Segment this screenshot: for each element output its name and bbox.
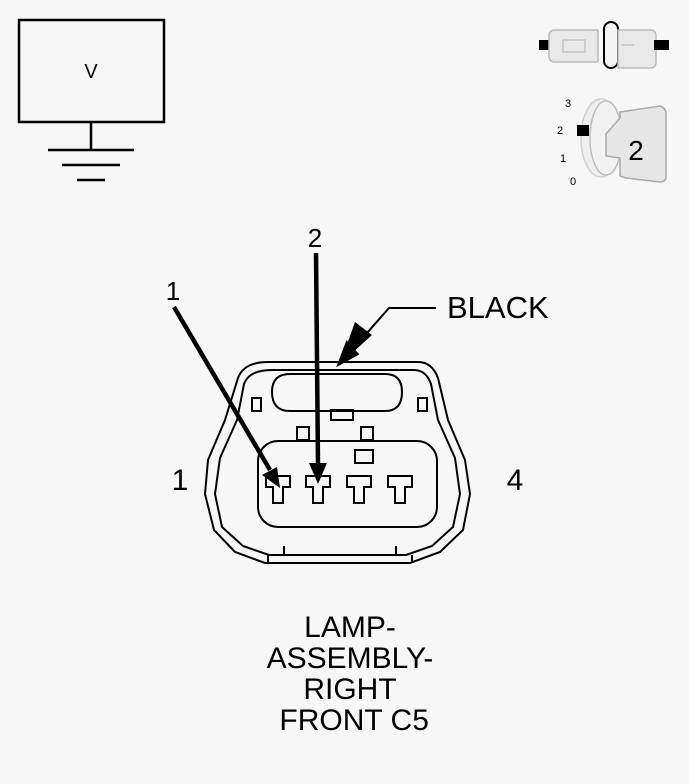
caption-line: LAMP- [304, 611, 396, 644]
connector-c5-face [203, 361, 472, 564]
voltmeter-label: V [84, 61, 98, 83]
color-leader-arrow [336, 307, 436, 368]
pin-1-callout-arrow [172, 305, 280, 488]
terminal-cavities [265, 475, 413, 504]
connector-inner-shell [213, 369, 462, 556]
ignition-position-2: 2 [557, 125, 563, 137]
caption-line: RIGHT [303, 673, 397, 706]
terminal-carrier [257, 440, 438, 528]
pin-side-label-right: 4 [507, 464, 524, 497]
pin-2-callout-arrow [309, 252, 327, 484]
connector-latch [270, 373, 404, 412]
pin-callout-2: 2 [308, 223, 322, 253]
connector-caption: LAMP- ASSEMBLY- RIGHT FRONT C5 [180, 612, 520, 736]
connector-color-label: BLACK [447, 290, 549, 325]
ignition-switch-icon: 3 2 1 0 2 [557, 98, 667, 188]
connector-outer-shell [203, 361, 472, 564]
ignition-position-1: 1 [560, 153, 566, 165]
voltmeter-box [17, 18, 166, 124]
voltmeter-symbol: V [17, 18, 166, 182]
caption-line: FRONT C5 [271, 704, 429, 737]
ignition-position-0: 0 [570, 176, 576, 188]
caption-line: ASSEMBLY- [266, 642, 434, 675]
ground-icon [48, 122, 134, 182]
pin-callout-1: 1 [166, 276, 180, 306]
ignition-position-3: 3 [565, 98, 571, 110]
connector-disconnect-icon [539, 21, 669, 69]
ignition-selected-position: 2 [628, 135, 644, 166]
pin-side-label-left: 1 [172, 464, 189, 497]
